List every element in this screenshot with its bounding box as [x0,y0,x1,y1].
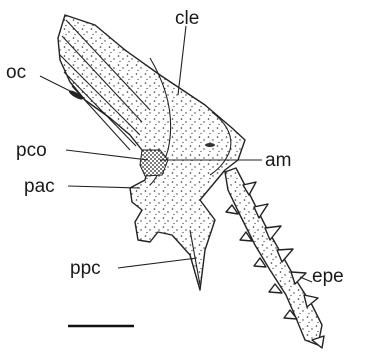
leader-ppc [118,258,197,268]
label-am: am [265,150,291,171]
label-pac: pac [24,176,55,197]
label-cle: cle [175,8,199,29]
leader-epe [300,277,312,282]
label-epe: epe [312,266,344,287]
label-pco: pco [16,140,47,161]
leader-pac [68,186,140,188]
label-oc: oc [6,62,26,83]
leader-cle [178,26,186,95]
label-ppc: ppc [70,258,101,279]
leader-pco [66,150,148,160]
spiny-extension-shape [225,168,324,348]
